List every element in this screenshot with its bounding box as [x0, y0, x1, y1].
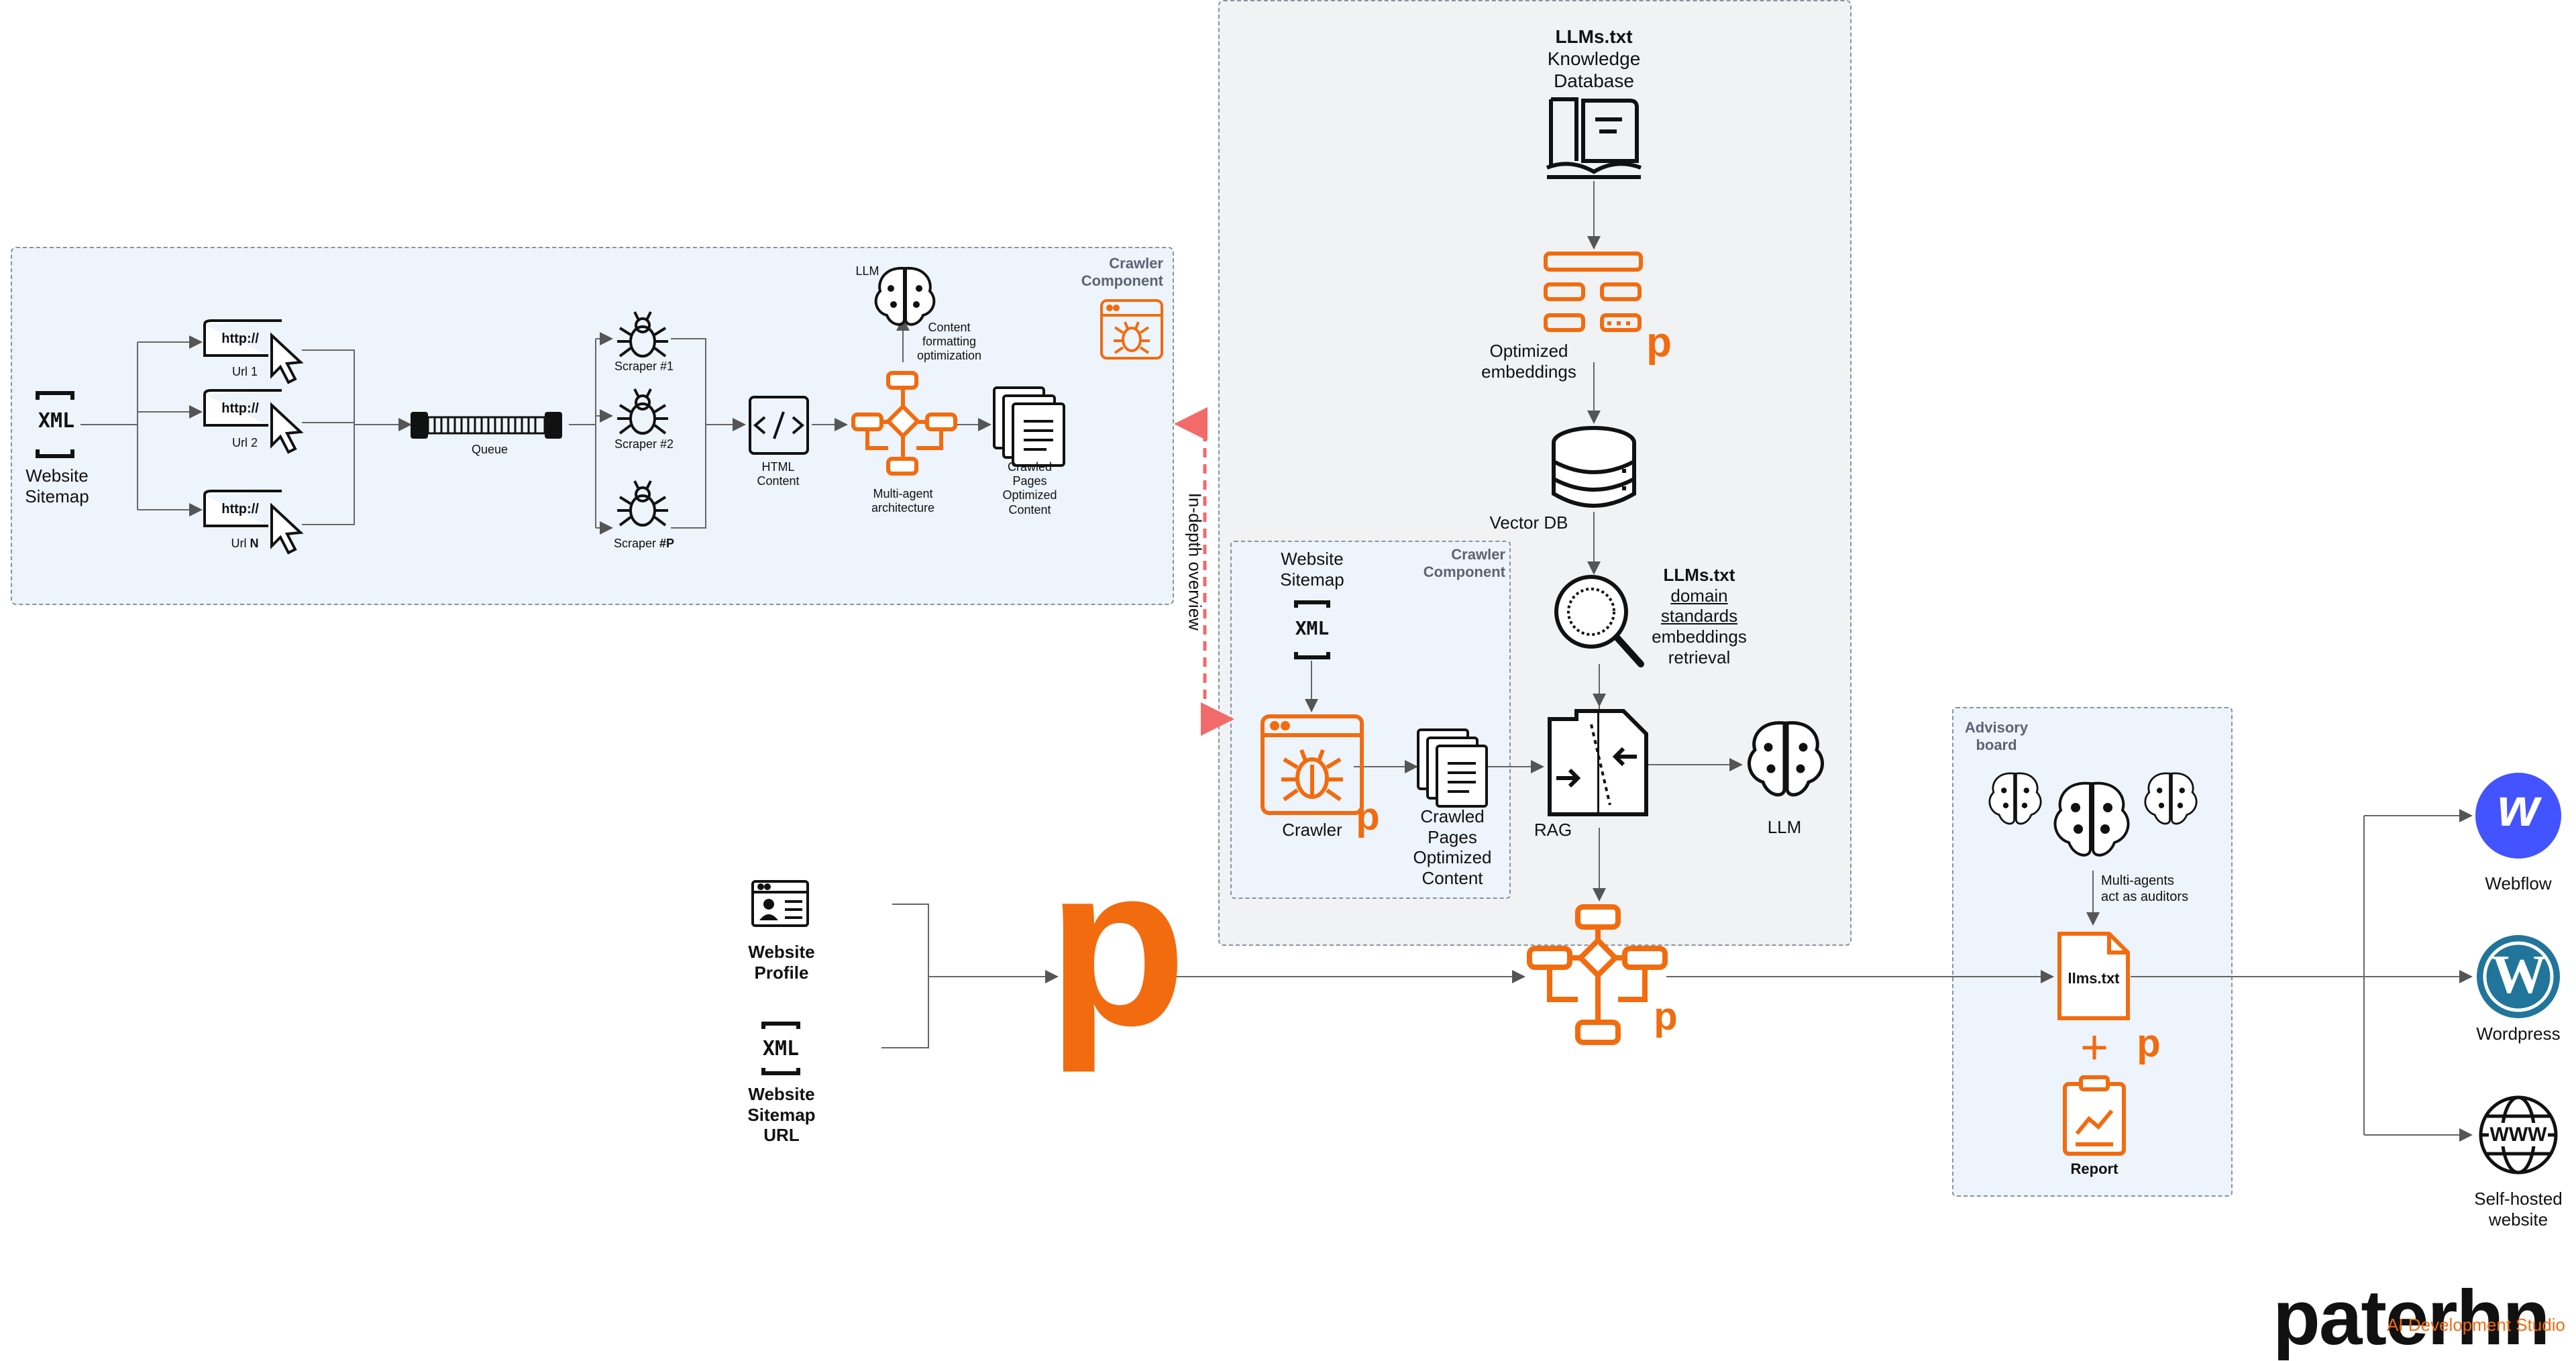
report-clipboard-icon	[2063, 1075, 2126, 1156]
plus-icon: +	[2080, 1021, 2109, 1075]
file-icon	[2057, 932, 2130, 1020]
vector-db-label: Vector DB	[1489, 512, 1568, 533]
inner-crawler-component-title: Crawler Component	[1423, 546, 1505, 580]
website-profile-label: Website Profile	[748, 942, 815, 983]
website-sitemap-label: Website Sitemap	[25, 466, 89, 506]
brand-p-logo: p	[1047, 818, 1187, 1073]
llms-txt-file-label: llms.txt	[2068, 970, 2120, 987]
brand-p-mark: p	[1654, 995, 1678, 1038]
self-hosted-website-label[interactable]: Self-hosted website	[2474, 1189, 2563, 1230]
xml-icon-label: XML	[38, 409, 75, 433]
html-content-label: HTML Content	[757, 460, 800, 488]
inner-crawled-pages-label: Crawled Pages Optimized Content	[1413, 806, 1492, 889]
url-n-label: Url N	[231, 537, 259, 550]
url-1-label: Url 1	[231, 365, 258, 378]
queue-icon	[411, 412, 562, 439]
brain-icon	[1988, 772, 2198, 857]
multi-agents-auditors-label: Multi-agents act as auditors	[2101, 873, 2189, 904]
xml-icon	[761, 1022, 800, 1075]
knowledge-database-label: LLMs.txt Knowledge Database	[1547, 26, 1641, 92]
queue-label: Queue	[471, 443, 508, 456]
advisory-board-title: Advisory board	[1964, 719, 2029, 753]
brand-tagline: AI Development Studio	[2387, 1315, 2565, 1335]
embeddings-icon	[1544, 252, 1643, 332]
wordpress-logo-letter: W	[2491, 944, 2546, 1005]
llm-label: LLM	[855, 264, 879, 278]
documents-icon	[1417, 728, 1488, 808]
database-icon	[1552, 426, 1636, 508]
multi-agent-icon	[1527, 904, 1668, 1045]
brain-icon	[1748, 721, 1824, 797]
inner-website-sitemap-label: Website Sitemap	[1280, 549, 1344, 590]
url-icon-text: http://	[221, 331, 259, 346]
inner-xml-icon-label: XML	[1295, 617, 1330, 639]
brain-icon	[874, 266, 936, 326]
webflow-logo-letter: w	[2497, 777, 2540, 837]
content-formatting-label: Content formatting optimization	[916, 321, 982, 363]
input-xml-icon-label: XML	[762, 1037, 800, 1060]
url-icon-text: http://	[221, 502, 259, 516]
url-2-label: Url 2	[231, 436, 258, 449]
scraper-p-label: Scraper #P	[613, 537, 675, 550]
brand-p-mark: p	[1646, 319, 1672, 366]
rag-label: RAG	[1534, 820, 1572, 840]
crawler-bug-icon	[1100, 299, 1163, 360]
documents-icon	[993, 386, 1065, 467]
website-sitemap-url-label: Website Sitemap URL	[747, 1084, 816, 1146]
www-text: WWW	[2489, 1123, 2548, 1147]
magnifier-icon	[1554, 575, 1644, 667]
crawler-component-title: Crawler Component	[1081, 255, 1163, 289]
book-icon	[1546, 97, 1642, 179]
report-label: Report	[2070, 1160, 2118, 1177]
code-icon	[749, 396, 809, 455]
profile-card-icon	[751, 880, 809, 927]
inner-crawler-component-panel	[1230, 541, 1511, 899]
scraper-2-label: Scraper #2	[614, 437, 674, 451]
wordpress-logo-icon	[2477, 935, 2560, 1018]
optimized-embeddings-label: Optimized embeddings	[1481, 341, 1576, 382]
webflow-label[interactable]: Webflow	[2485, 873, 2552, 893]
multi-agent-label: Multi-agent architecture	[871, 487, 935, 515]
brand-p-mark: p	[2137, 1022, 2161, 1065]
url-icon-text: http://	[221, 401, 259, 416]
crawler-label: Crawler	[1282, 820, 1342, 840]
webflow-logo-icon	[2475, 773, 2561, 859]
retrieval-label: LLMs.txt domain standards embeddings ret…	[1652, 565, 1747, 667]
llm-label: LLM	[1767, 817, 1802, 837]
xml-icon	[36, 391, 74, 458]
wordpress-label[interactable]: Wordpress	[2476, 1024, 2561, 1044]
cursor-icon	[270, 332, 304, 555]
scraper-1-label: Scraper #1	[614, 360, 674, 373]
in-depth-overview-label[interactable]: In-depth overview	[1185, 492, 1205, 631]
rag-merge-icon	[1548, 709, 1648, 816]
xml-icon	[1294, 600, 1330, 659]
brand-p-mark: p	[1356, 795, 1380, 838]
crawled-pages-label: Crawled Pages Optimized Content	[1002, 460, 1057, 516]
spider-icon	[617, 311, 668, 527]
crawler-bug-icon	[1260, 714, 1364, 815]
multi-agent-icon	[851, 371, 957, 476]
